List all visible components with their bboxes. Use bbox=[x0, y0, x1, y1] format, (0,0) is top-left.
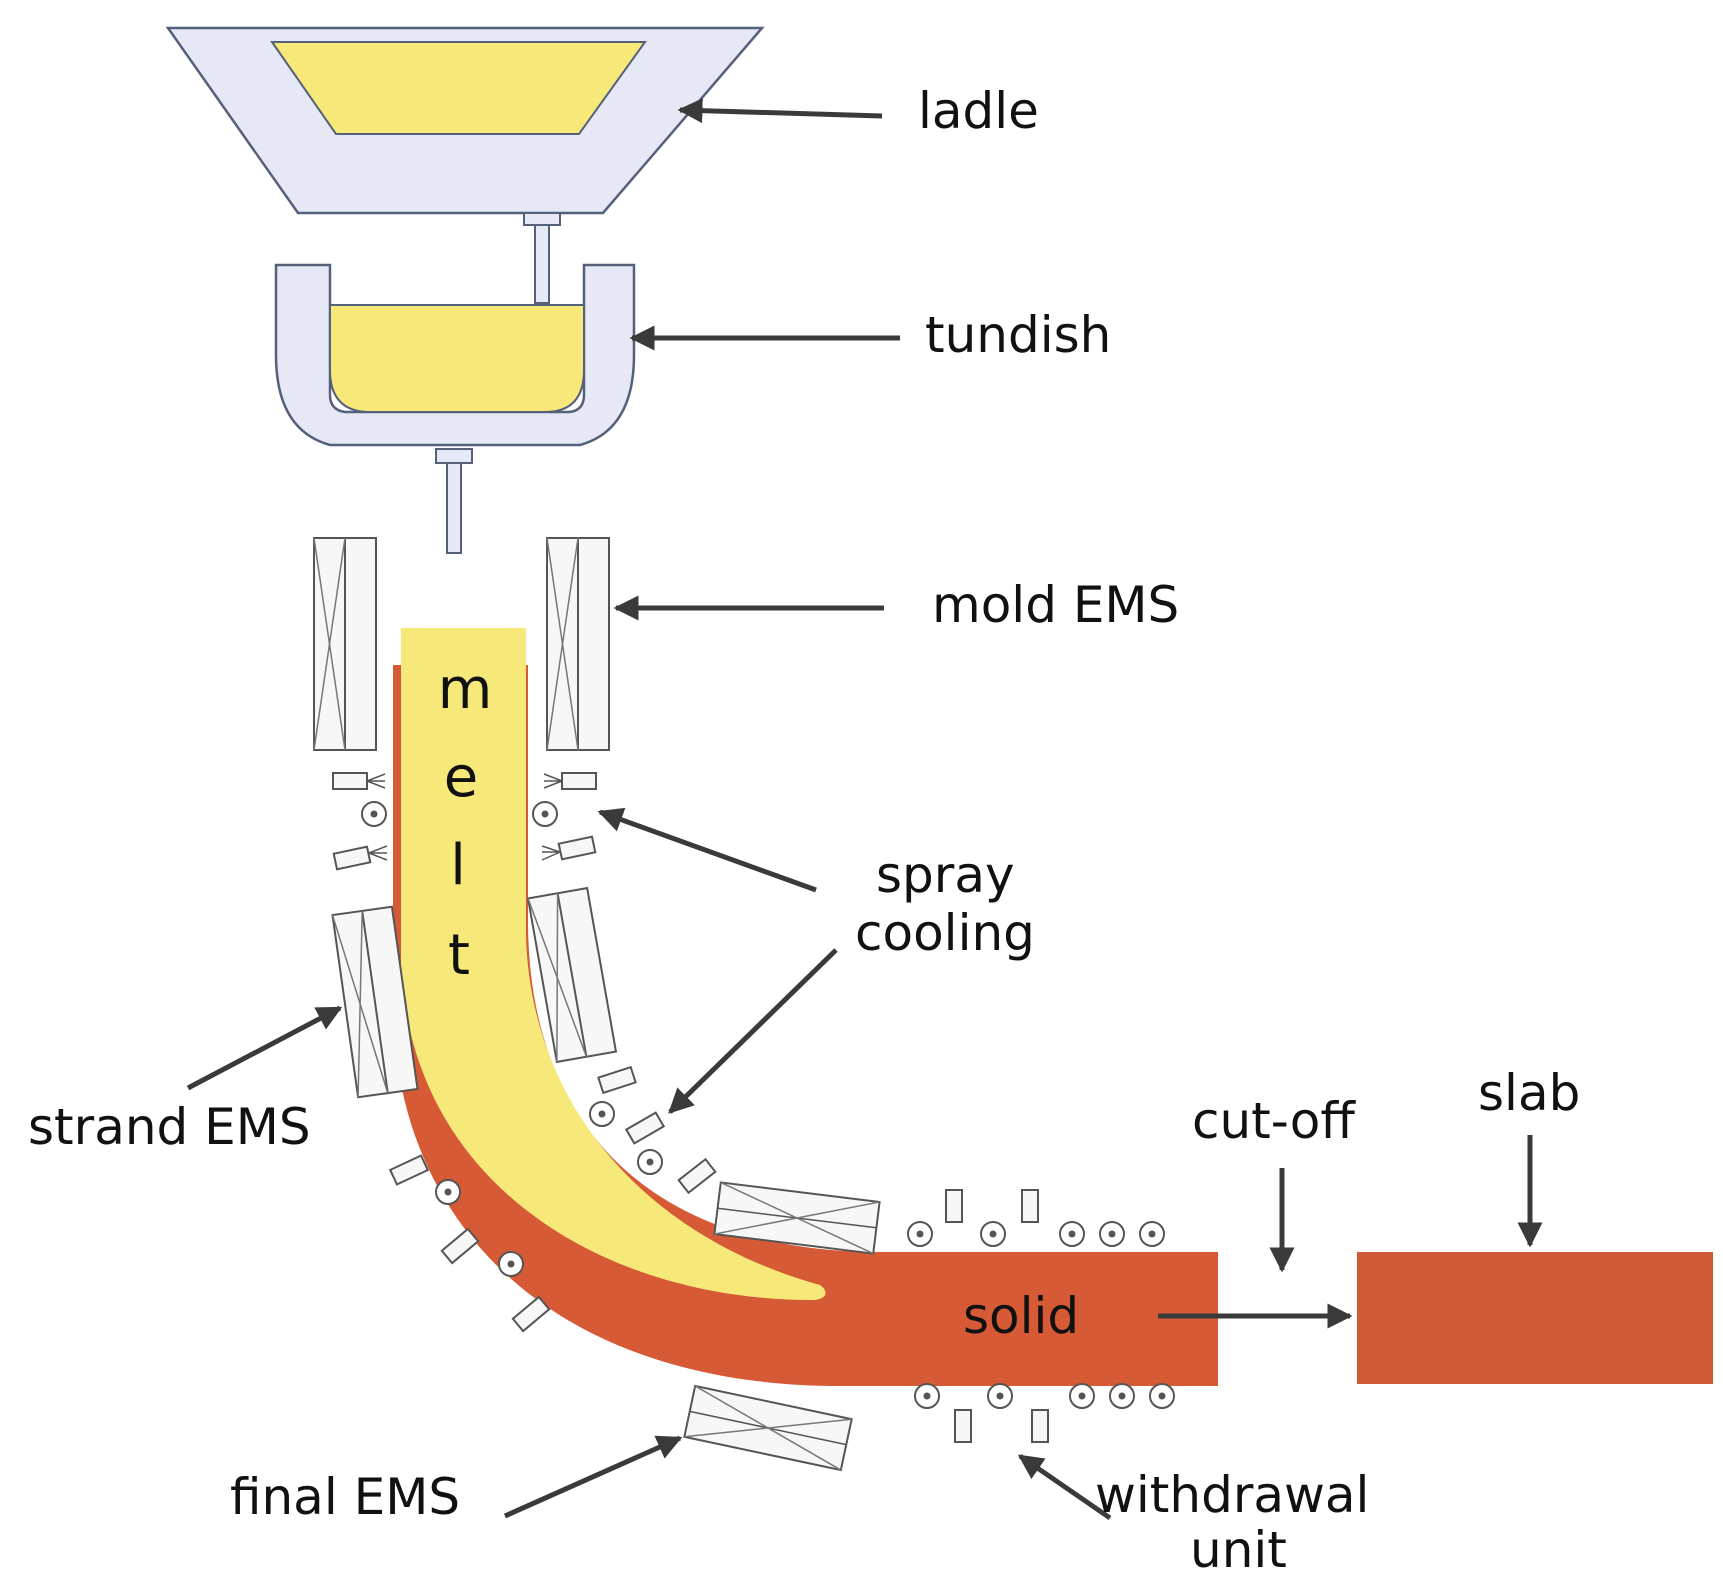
arrow-final-ems bbox=[503, 1435, 683, 1519]
melt-letter-e: e bbox=[444, 745, 478, 810]
arrow-ladle bbox=[677, 98, 883, 124]
final-ems-coil bbox=[683, 1384, 853, 1472]
bend-ems-coil bbox=[713, 1181, 881, 1255]
melt-letter-t: t bbox=[448, 923, 470, 988]
label-spray-cooling-line2: cooling bbox=[855, 904, 1035, 962]
slab bbox=[1357, 1252, 1713, 1384]
callout-arrows bbox=[186, 98, 1543, 1521]
withdrawal-rollers-top bbox=[907, 1189, 1165, 1247]
strand-ems-right bbox=[526, 886, 618, 1064]
label-withdrawal-unit-line2: unit bbox=[1190, 1521, 1287, 1579]
mold-ems-left bbox=[313, 537, 377, 751]
label-withdrawal-unit-line1: withdrawal bbox=[1095, 1466, 1369, 1524]
arrow-spray-cooling-lower bbox=[668, 948, 838, 1114]
tundish bbox=[274, 263, 636, 447]
strand-ems-left bbox=[331, 905, 419, 1099]
tundish-nozzle bbox=[435, 448, 473, 554]
guide-rollers bbox=[361, 801, 663, 1277]
ladle-nozzle bbox=[523, 212, 561, 304]
strand-melt-core bbox=[401, 628, 826, 1300]
label-strand-ems: strand EMS bbox=[28, 1098, 311, 1156]
arrow-withdrawal-unit bbox=[1017, 1453, 1112, 1521]
label-slab: slab bbox=[1478, 1064, 1580, 1122]
mold-ems-right bbox=[546, 537, 610, 751]
withdrawal-rollers-bottom bbox=[914, 1383, 1175, 1443]
spray-nozzles bbox=[332, 772, 717, 1333]
melt-letter-m: m bbox=[438, 657, 493, 722]
label-ladle: ladle bbox=[918, 82, 1039, 140]
melt-label: m e l t bbox=[438, 657, 493, 988]
melt-letter-l: l bbox=[450, 833, 466, 898]
label-spray-cooling-line1: spray bbox=[876, 846, 1015, 904]
arrow-spray-cooling-upper bbox=[597, 807, 817, 893]
label-cut-off: cut-off bbox=[1192, 1092, 1356, 1150]
label-tundish: tundish bbox=[925, 306, 1111, 364]
ladle bbox=[165, 26, 765, 215]
label-solid: solid bbox=[963, 1287, 1079, 1345]
label-final-ems: final EMS bbox=[230, 1468, 460, 1526]
label-mold-ems: mold EMS bbox=[932, 576, 1179, 634]
spray-jets bbox=[366, 773, 563, 861]
arrow-strand-ems bbox=[186, 1005, 343, 1091]
